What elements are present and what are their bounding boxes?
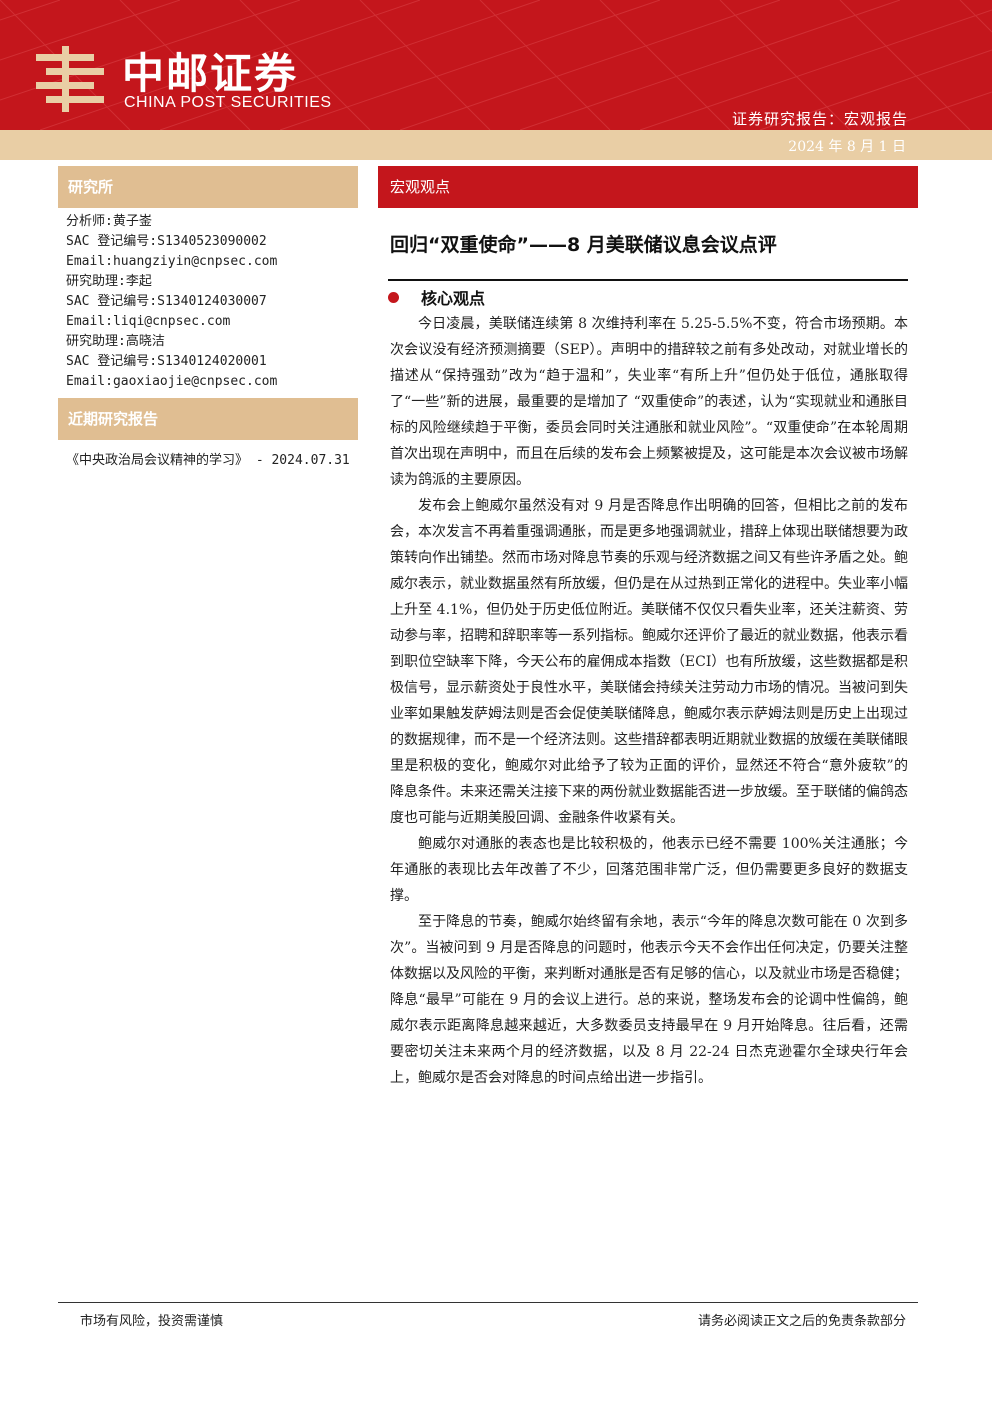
- date-bar: 2024 年 8 月 1 日: [0, 130, 992, 160]
- report-title: 回归“双重使命”——8 月美联储议息会议点评: [390, 234, 777, 256]
- analyst-email-link[interactable]: Email:gaoxiaojie@cnpsec.com: [66, 374, 278, 389]
- paragraph: 至于降息的节奏，鲍威尔始终留有余地，表示“今年的降息次数可能在 0 次到多次”。…: [390, 914, 908, 1086]
- report-date: 2024 年 8 月 1 日: [788, 139, 906, 155]
- analyst-email-link[interactable]: Email:huangziyin@cnpsec.com: [66, 254, 278, 269]
- institute-heading: 研究所: [58, 166, 358, 208]
- title-divider: [388, 279, 908, 281]
- body-text: 今日凌晨，美联储连续第 8 次维持利率在 5.25-5.5%不变，符合市场预期。…: [390, 311, 908, 1091]
- main-content: 宏观观点 回归“双重使命”——8 月美联储议息会议点评 核心观点 今日凌晨，美联…: [378, 166, 918, 1091]
- section-label: 宏观观点: [378, 166, 918, 208]
- analyst-line: 研究助理:高晓洁: [66, 334, 165, 349]
- terms-notice: 请务必阅读正文之后的免责条款部分: [697, 1314, 906, 1329]
- paragraph: 今日凌晨，美联储连续第 8 次维持利率在 5.25-5.5%不变，符合市场预期。…: [390, 316, 908, 488]
- analyst-list: 分析师:黄子崟 SAC 登记编号:S1340523090002 Email:hu…: [58, 208, 358, 398]
- sidebar: 研究所 分析师:黄子崟 SAC 登记编号:S1340523090002 Emai…: [58, 166, 358, 474]
- core-view-heading: 核心观点: [388, 285, 918, 309]
- analyst-line: SAC 登记编号:S1340523090002: [66, 234, 267, 249]
- bullet-icon: [388, 291, 399, 303]
- analyst-line: 研究助理:李起: [66, 274, 152, 289]
- recent-report-link[interactable]: 《中央政治局会议精神的学习》 - 2024.07.31: [66, 453, 350, 468]
- brand-name-en: CHINA POST SECURITIES: [124, 94, 332, 111]
- core-view-label: 核心观点: [421, 289, 486, 308]
- brand-name-cn: 中邮证券: [122, 49, 299, 98]
- analyst-line: SAC 登记编号:S1340124030007: [66, 294, 267, 309]
- report-header: 中邮证券 CHINA POST SECURITIES 证券研究报告：宏观报告: [0, 0, 992, 130]
- footer-divider: [58, 1302, 918, 1303]
- risk-disclaimer: 市场有风险，投资需谨慎: [80, 1314, 224, 1329]
- analyst-email-link[interactable]: Email:liqi@cnpsec.com: [66, 314, 231, 329]
- analyst-line: SAC 登记编号:S1340124020001: [66, 354, 267, 369]
- paragraph: 发布会上鲍威尔虽然没有对 9 月是否降息作出明确的回答，但相比之前的发布会，本次…: [390, 498, 908, 826]
- china-post-logo-icon: [36, 46, 104, 112]
- analyst-line: 分析师:黄子崟: [66, 214, 152, 229]
- report-type: 证券研究报告：宏观报告: [731, 110, 908, 128]
- recent-reports-heading: 近期研究报告: [58, 398, 358, 440]
- paragraph: 鲍威尔对通胀的表态也是比较积极的，他表示已经不需要 100%关注通胀；今年通胀的…: [390, 836, 908, 904]
